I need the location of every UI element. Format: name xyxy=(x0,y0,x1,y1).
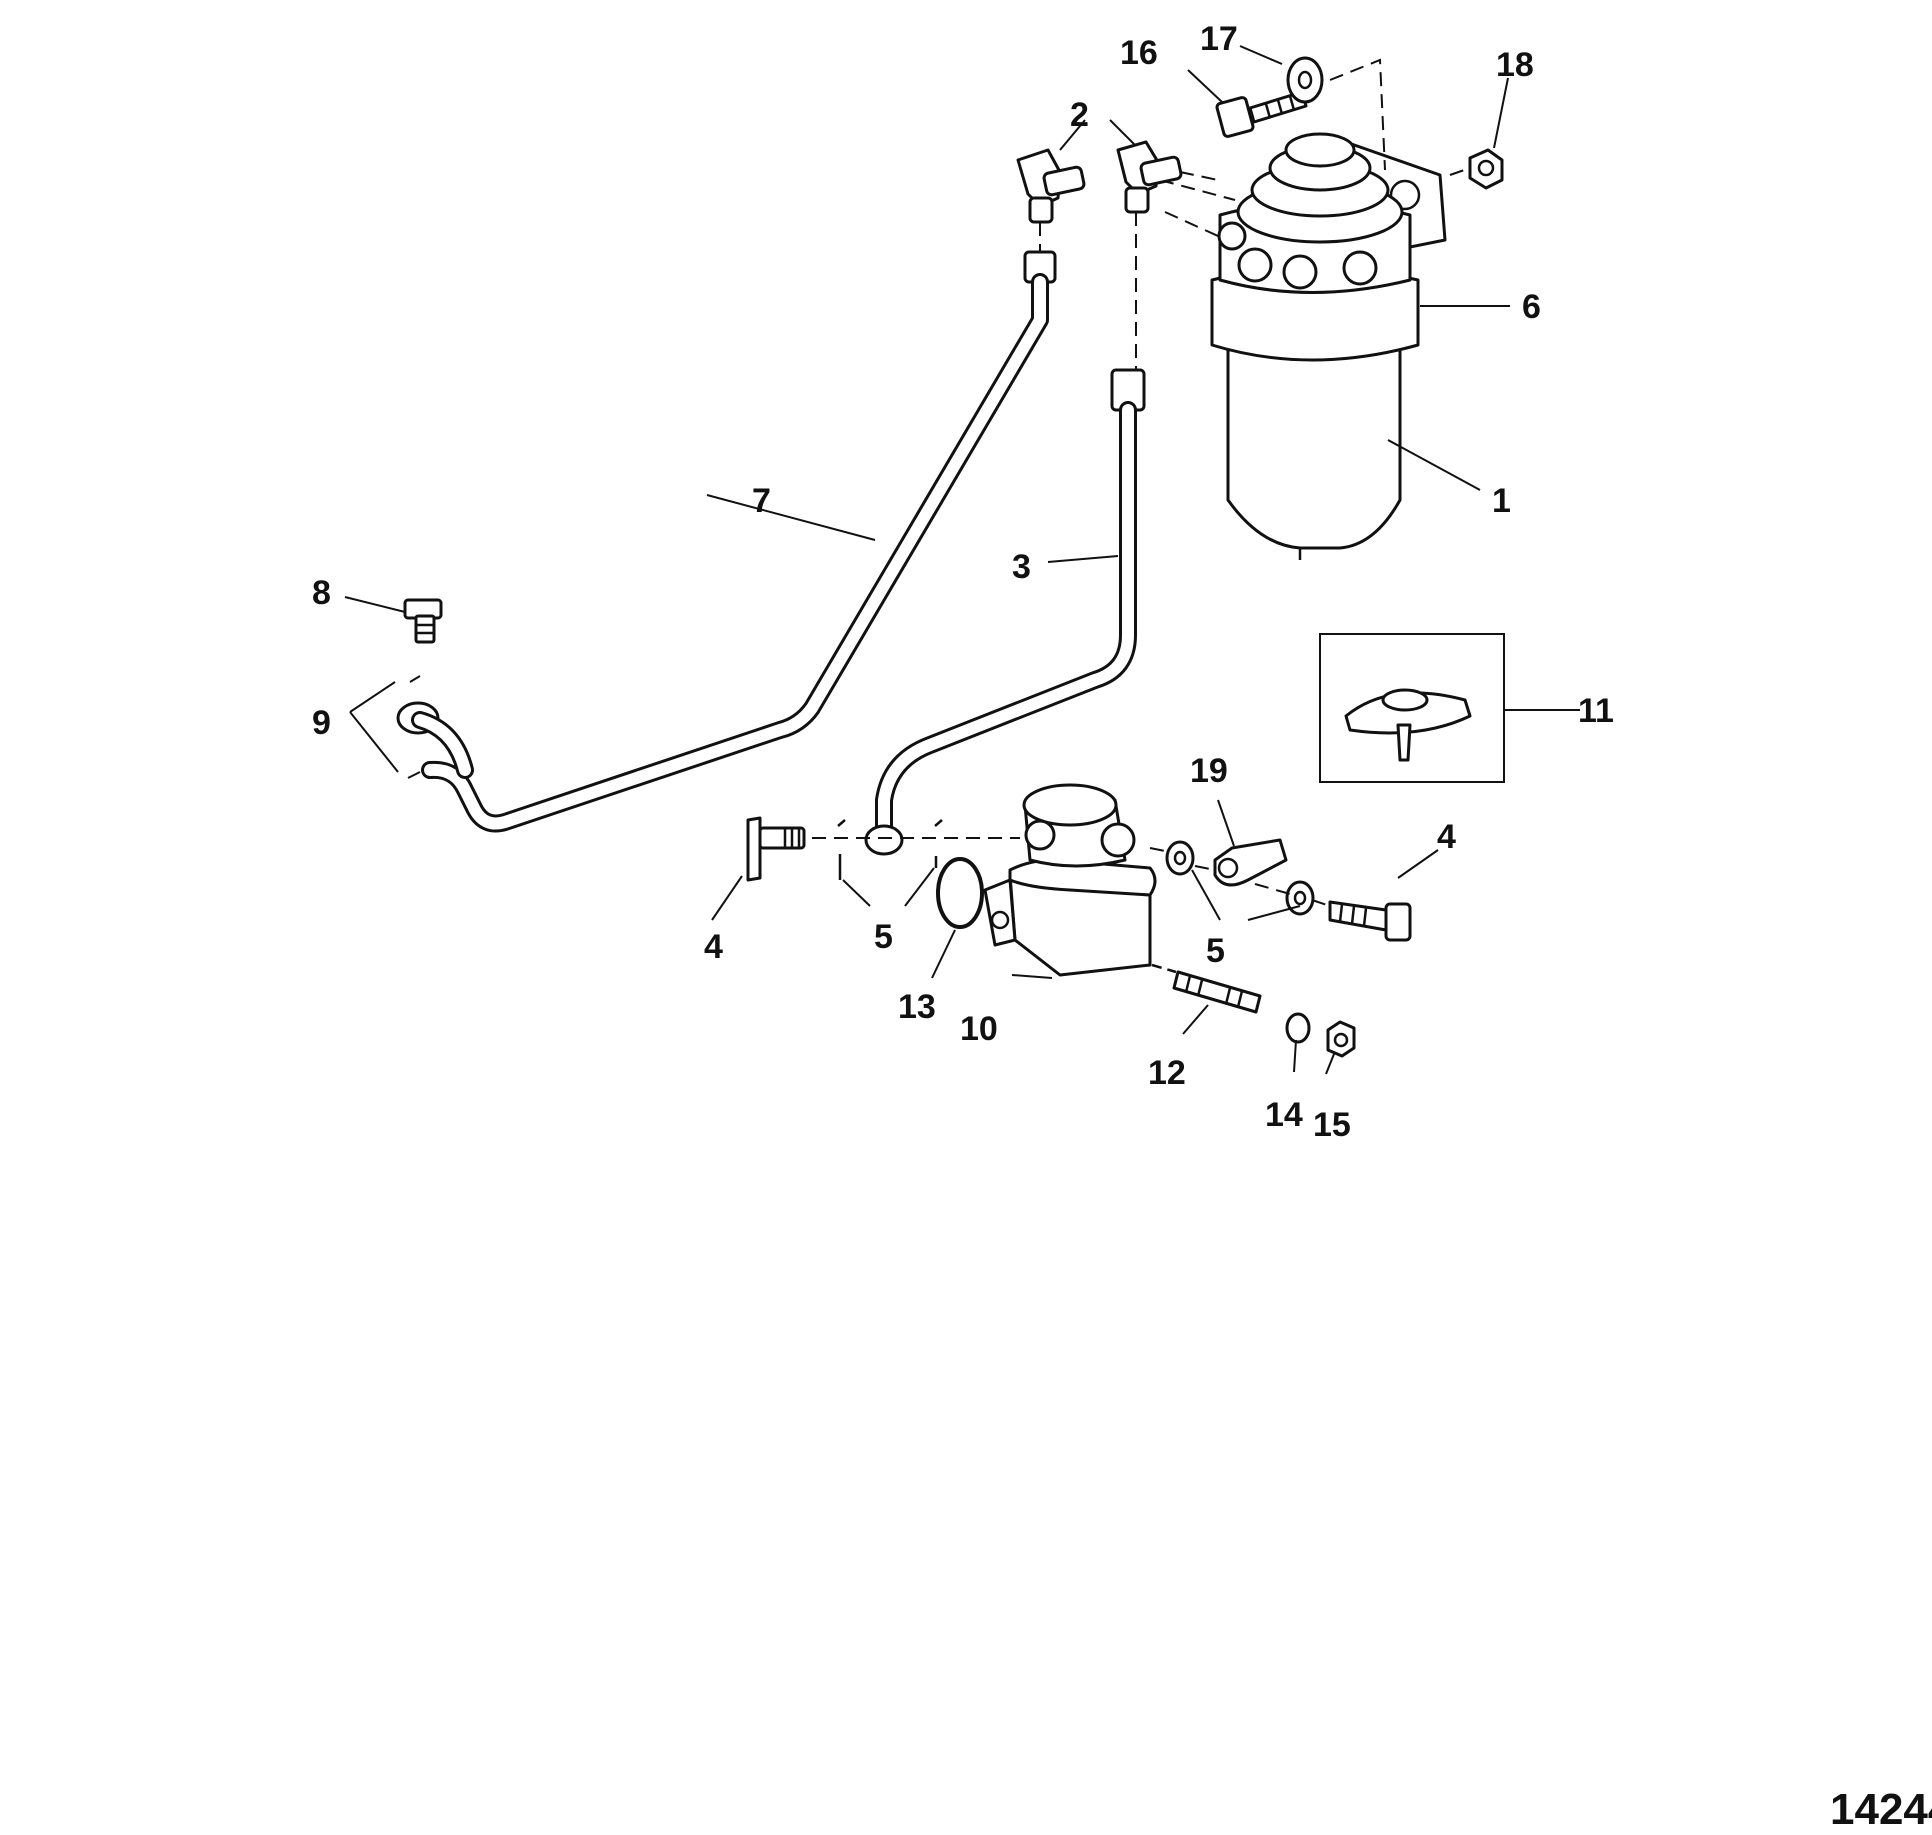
elbow-fitting-2-right xyxy=(1116,140,1183,214)
callout-11: 11 xyxy=(1578,692,1614,730)
washer-5-right-a xyxy=(1165,840,1195,876)
fuel-pump-10 xyxy=(983,783,1157,977)
stud-12 xyxy=(1151,963,1262,1014)
bolt-16 xyxy=(1215,90,1308,138)
nut-15 xyxy=(1326,1020,1356,1058)
banjo-bolt-4-left xyxy=(746,816,806,882)
callout-17: 17 xyxy=(1200,20,1238,58)
washer-17 xyxy=(1286,56,1324,104)
callout-19: 19 xyxy=(1190,752,1228,790)
banjo-fitting-9 xyxy=(396,701,474,779)
callout-5-left: 5 xyxy=(874,918,893,956)
callout-10: 10 xyxy=(960,1010,998,1048)
callout-2: 2 xyxy=(1070,96,1089,134)
fuel-line-7 xyxy=(421,250,1057,833)
fitting-19 xyxy=(1213,838,1288,887)
callout-6: 6 xyxy=(1522,288,1541,326)
fuel-line-3 xyxy=(864,368,1146,856)
o-ring-13 xyxy=(936,857,984,929)
callout-18: 18 xyxy=(1496,46,1534,84)
callout-8: 8 xyxy=(312,574,331,612)
nut-18 xyxy=(1468,148,1504,190)
callout-9: 9 xyxy=(312,704,331,742)
callout-15: 15 xyxy=(1313,1106,1351,1144)
callout-3: 3 xyxy=(1012,548,1031,586)
callout-13: 13 xyxy=(898,988,936,1026)
elbow-fitting-2-left xyxy=(1016,148,1086,224)
callout-7: 7 xyxy=(752,482,771,520)
leader-lines xyxy=(344,45,1580,1075)
callout-4-right: 4 xyxy=(1437,818,1456,856)
callout-16: 16 xyxy=(1120,34,1158,72)
callout-4-left: 4 xyxy=(704,928,723,966)
lock-washer-14 xyxy=(1285,1012,1311,1044)
inset-box-11 xyxy=(1319,633,1505,783)
washer-5-right-b xyxy=(1285,880,1315,916)
fuel-filter-assembly xyxy=(1210,132,1447,560)
figure-number: 14244 xyxy=(1830,1785,1932,1834)
callouts: 1 2 3 4 5 13 10 12 14 15 5 4 19 6 7 8 9 … xyxy=(312,20,1614,1144)
banjo-bolt-8 xyxy=(403,598,443,644)
callout-12: 12 xyxy=(1148,1054,1186,1092)
callout-1: 1 xyxy=(1492,482,1511,520)
callout-14: 14 xyxy=(1265,1096,1303,1134)
banjo-bolt-4-right xyxy=(1328,900,1412,942)
callout-5-right: 5 xyxy=(1206,932,1225,970)
